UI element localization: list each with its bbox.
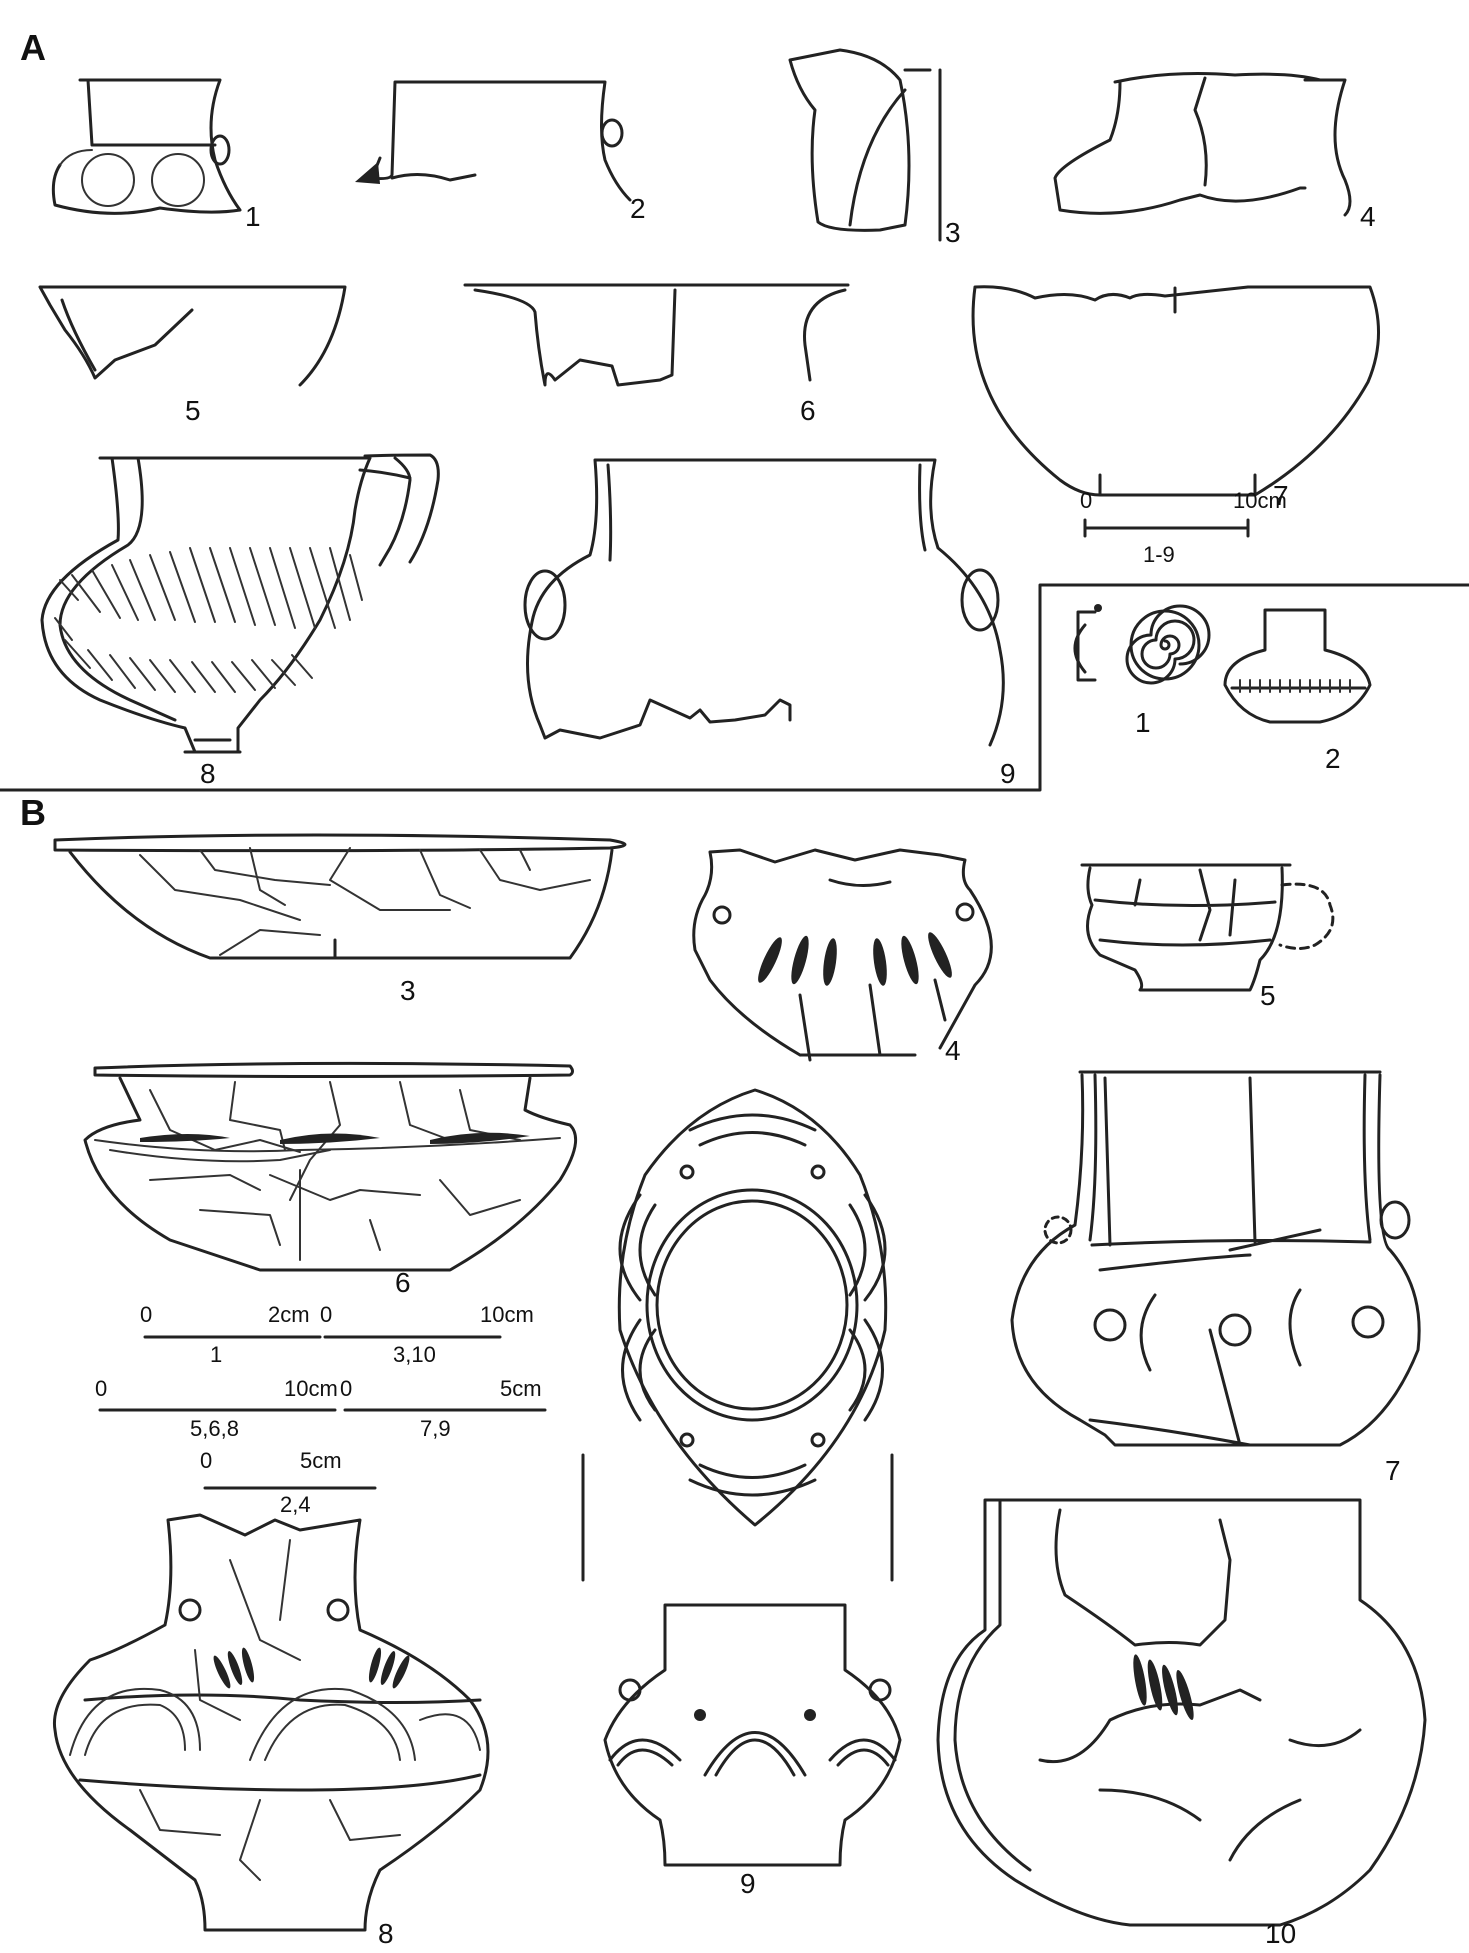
figure-number: 3 (945, 217, 961, 248)
inset-vessel: 2 (1223, 608, 1372, 774)
figure-number: 2 (630, 193, 646, 224)
scale-zero: 0 (140, 1302, 152, 1327)
figure-number: 4 (1360, 201, 1376, 232)
scale-end: 10cm (1233, 488, 1287, 513)
section-label-a: A (20, 27, 46, 68)
scale-bar-b3: 0 10cm 5,6,8 (95, 1376, 338, 1441)
scale-label: 1-9 (1143, 542, 1175, 567)
vessel-b7: 7 (1010, 1070, 1421, 1486)
inset-spiral: 1 (1073, 604, 1211, 738)
section-label-b: B (20, 792, 46, 833)
figure-number: 2 (1325, 743, 1341, 774)
scale-zero: 0 (340, 1376, 352, 1401)
figure-number: 6 (800, 395, 816, 426)
figure-number: 7 (1385, 1455, 1401, 1486)
figure-number: 8 (200, 758, 216, 789)
scale-end: 5cm (300, 1448, 342, 1473)
vessel-b8: 8 (52, 1513, 490, 1949)
vessel-b6: 6 (83, 1061, 578, 1298)
vessel-a3: 3 (788, 48, 961, 248)
vessel-b10: 10 (936, 1498, 1427, 1949)
figure-number: 10 (1265, 1918, 1296, 1949)
figure-number: 1 (245, 201, 261, 232)
scale-zero: 0 (1080, 488, 1092, 513)
scale-end: 10cm (480, 1302, 534, 1327)
scale-label: 5,6,8 (190, 1416, 239, 1441)
scale-bar-b2: 0 10cm 3,10 (320, 1302, 534, 1367)
vessel-b9-top-view (581, 1088, 894, 1582)
figure-number: 9 (1000, 758, 1016, 789)
scale-bar-a: 0 10cm 1-9 (1080, 488, 1287, 567)
vessel-b9: 9 (603, 1603, 902, 1899)
figure-number: 5 (1260, 980, 1276, 1011)
scale-label: 1 (210, 1342, 222, 1367)
scale-end: 5cm (500, 1376, 542, 1401)
scale-bar-b4: 0 5cm 7,9 (340, 1376, 547, 1441)
vessel-a5: 5 (38, 285, 347, 426)
vessel-a6: 6 (463, 283, 850, 426)
vessel-a8: 8 (40, 453, 440, 789)
scale-bar-b5: 0 5cm 2,4 (200, 1448, 377, 1517)
vessel-a2: 2 (355, 80, 646, 224)
scale-zero: 0 (95, 1376, 107, 1401)
figure-number: 3 (400, 975, 416, 1006)
scale-end: 2cm (268, 1302, 310, 1327)
vessel-a7: 7 (971, 285, 1380, 511)
vessel-b5: 5 (1080, 863, 1335, 1011)
figure-number: 7 (1273, 480, 1289, 511)
vessel-a9: 9 (523, 458, 1016, 789)
scale-end: 10cm (284, 1376, 338, 1401)
vessel-a4: 4 (1053, 72, 1376, 232)
figure-number: 6 (395, 1267, 411, 1298)
scale-bar-b1: 0 2cm 1 (140, 1302, 322, 1367)
figure-number: 5 (185, 395, 201, 426)
vessel-b3: 3 (53, 833, 627, 1006)
figure-number: 4 (945, 1035, 961, 1066)
scale-label: 7,9 (420, 1416, 451, 1441)
figure-number: 9 (740, 1868, 756, 1899)
figure-number: 8 (378, 1918, 394, 1949)
scale-zero: 0 (320, 1302, 332, 1327)
vessel-b4: 4 (692, 848, 993, 1066)
scale-zero: 0 (200, 1448, 212, 1473)
vessel-a1: 1 (51, 78, 261, 232)
figure-number: 1 (1135, 707, 1151, 738)
section-divider (0, 583, 1469, 792)
scale-label: 2,4 (280, 1492, 311, 1517)
scale-label: 3,10 (393, 1342, 436, 1367)
